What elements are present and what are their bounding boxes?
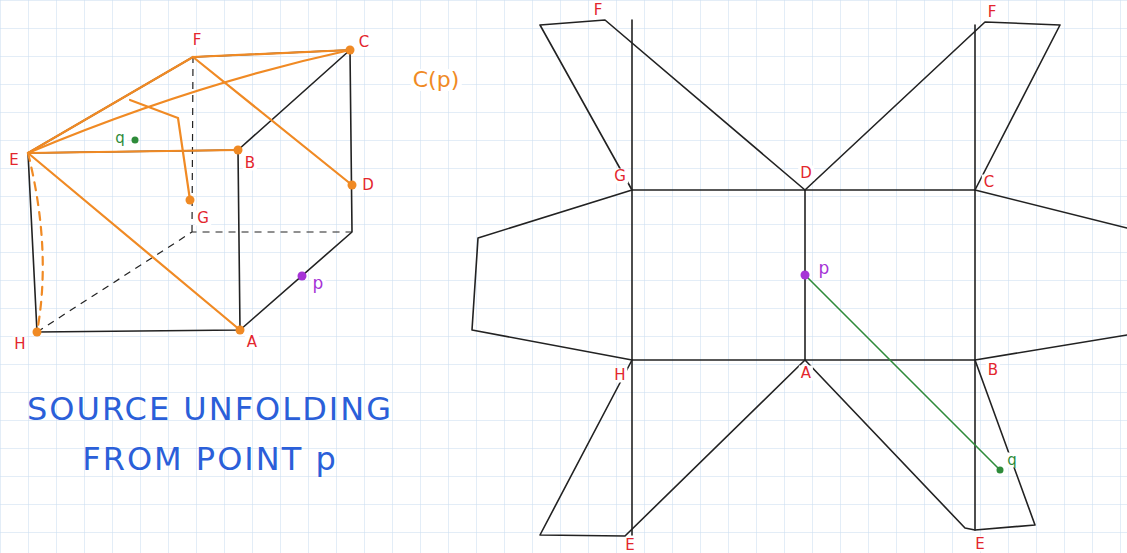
flap-outline xyxy=(805,360,1035,530)
fold-line xyxy=(632,190,975,360)
vertex-label: H xyxy=(12,337,27,352)
cut-locus-label: C(p) xyxy=(411,69,462,91)
cut-segment xyxy=(193,57,352,185)
source-point xyxy=(801,271,810,280)
vertex-dot xyxy=(33,328,42,337)
vertex-dot xyxy=(186,196,195,205)
vertex-label: B xyxy=(243,156,257,171)
vertex-label: E xyxy=(623,538,636,553)
target-point xyxy=(997,467,1004,474)
vertex-label: G xyxy=(195,211,211,226)
unfolding xyxy=(472,20,1127,536)
vertex-label: E xyxy=(973,537,986,552)
flap-outline xyxy=(540,20,805,190)
vertex-label: C xyxy=(982,175,996,190)
flap-outline xyxy=(975,190,1127,360)
cut-vertices xyxy=(33,46,357,337)
cube xyxy=(28,50,352,332)
vertex-label: B xyxy=(986,363,1000,378)
vertex-label: F xyxy=(986,5,999,20)
cut-segment xyxy=(28,50,350,153)
cube-front-face xyxy=(28,150,240,332)
point-label: p xyxy=(817,260,832,277)
vertex-label: D xyxy=(798,166,814,181)
cube-top-face xyxy=(28,50,350,153)
point-label: q xyxy=(113,131,127,146)
vertex-label: C xyxy=(357,35,371,50)
cube-side-face xyxy=(240,50,352,330)
vertex-label: F xyxy=(592,3,605,18)
flap-outline xyxy=(472,190,632,360)
source-point xyxy=(298,272,307,281)
flap-outline xyxy=(805,22,1060,190)
caption-text: SOURCE UNFOLDING FROM POINT p xyxy=(20,385,400,484)
cut-segment xyxy=(28,57,193,153)
vertex-dot xyxy=(236,326,245,335)
vertex-label: G xyxy=(612,169,628,184)
vertex-label: A xyxy=(799,366,813,381)
cut-segment-hidden xyxy=(28,153,43,332)
vertex-label: A xyxy=(245,335,259,350)
target-point xyxy=(132,137,139,144)
cut-segment xyxy=(130,100,190,200)
vertex-label: F xyxy=(191,33,204,48)
vertex-dot xyxy=(346,46,355,55)
fold-line xyxy=(632,20,975,535)
point-label: q xyxy=(1005,453,1019,468)
cut-segment xyxy=(193,50,350,57)
vertex-dot xyxy=(348,181,357,190)
vertex-label: H xyxy=(612,368,627,383)
point-label: p xyxy=(311,275,326,292)
vertex-label: E xyxy=(7,153,20,168)
vertex-label: D xyxy=(360,178,376,193)
vertex-dot xyxy=(234,146,243,155)
cut-locus xyxy=(28,50,352,332)
geodesic xyxy=(805,275,1000,470)
cut-segment xyxy=(28,153,240,330)
cut-segment xyxy=(28,150,238,153)
flap-outline xyxy=(540,360,805,536)
